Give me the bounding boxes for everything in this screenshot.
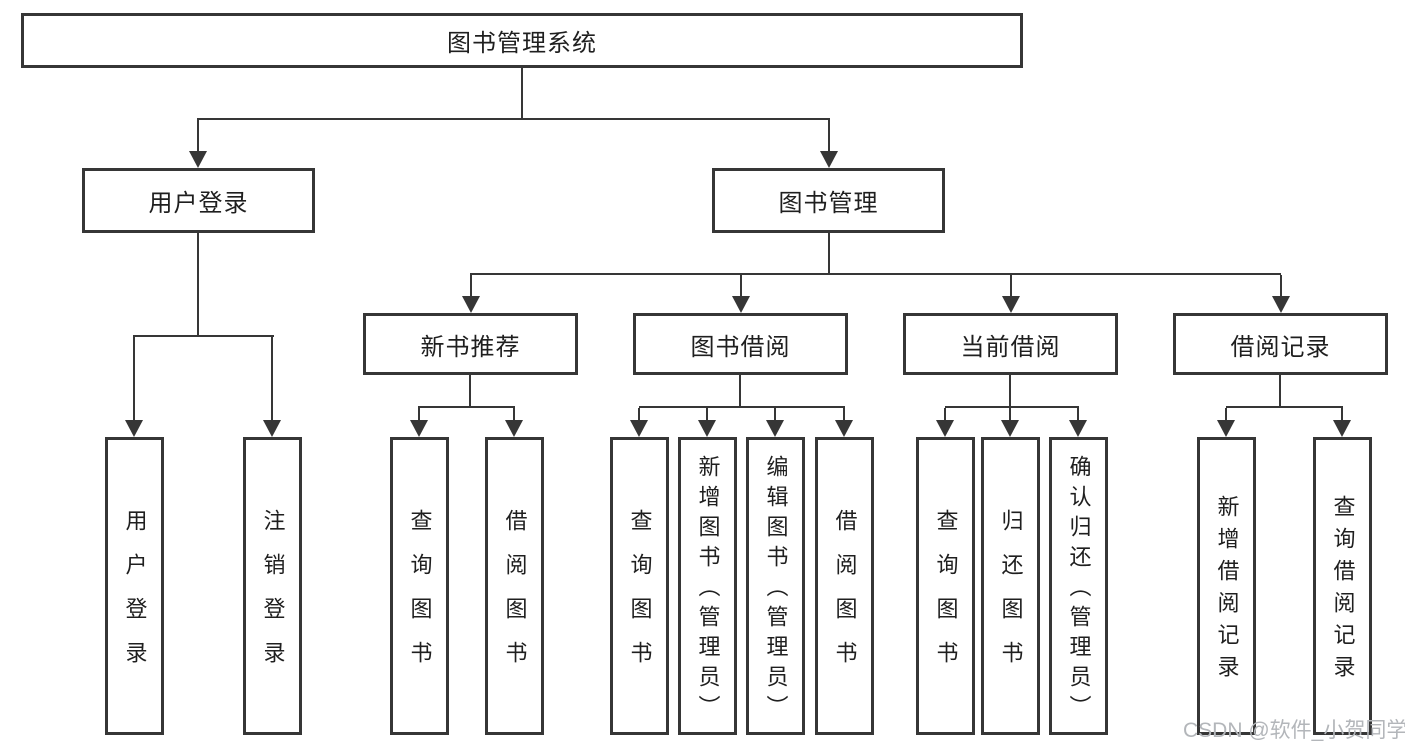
down-arrow	[1333, 408, 1351, 437]
connector-hline	[197, 118, 830, 120]
leaf-edit-book-admin-label: 编辑图书（管理员）	[763, 455, 789, 725]
down-arrow	[462, 275, 480, 313]
node-current-borrowing-label: 当前借阅	[960, 333, 1061, 361]
down-arrow	[698, 408, 716, 437]
leaf-add-book-admin: 新增图书（管理员）	[678, 437, 737, 735]
connector-hline	[639, 406, 845, 408]
down-arrow	[125, 337, 143, 437]
connector-vline	[739, 375, 741, 406]
connector-vline	[469, 375, 471, 406]
node-new-book-recommend-label: 新书推荐	[420, 333, 521, 361]
leaf-query-books-recommend: 查询图书	[390, 437, 449, 735]
leaf-logout-label: 注销登录	[260, 509, 286, 685]
connector-vline	[1009, 375, 1011, 406]
node-book-management-label: 图书管理	[778, 190, 879, 217]
connector-hline	[1226, 406, 1343, 408]
connector-vline	[197, 233, 199, 335]
down-arrow	[263, 337, 281, 437]
down-arrow	[630, 408, 648, 437]
node-borrow-records: 借阅记录	[1173, 313, 1388, 375]
leaf-user-login: 用户登录	[105, 437, 164, 735]
leaf-query-borrow-record: 查询借阅记录	[1313, 437, 1372, 735]
csdn-watermark: CSDN @软件_小贺同学	[1183, 719, 1405, 742]
node-book-borrowing-label: 图书借阅	[690, 333, 791, 361]
leaf-user-login-label: 用户登录	[122, 509, 148, 685]
down-arrow	[766, 408, 784, 437]
leaf-return-book: 归还图书	[981, 437, 1040, 735]
leaf-add-borrow-record: 新增借阅记录	[1197, 437, 1256, 735]
connector-hline	[418, 406, 515, 408]
leaf-query-books-borrowing: 查询图书	[610, 437, 669, 735]
leaf-add-borrow-record-label: 新增借阅记录	[1214, 495, 1240, 687]
connector-hline	[470, 273, 1281, 275]
down-arrow	[410, 408, 428, 437]
node-user-login: 用户登录	[82, 168, 315, 233]
down-arrow	[505, 408, 523, 437]
down-arrow	[1217, 408, 1235, 437]
leaf-query-books-borrowing-label: 查询图书	[627, 509, 653, 685]
leaf-borrow-books: 借阅图书	[815, 437, 874, 735]
leaf-borrow-books-recommend: 借阅图书	[485, 437, 544, 735]
down-arrow	[189, 120, 207, 168]
node-root: 图书管理系统	[21, 13, 1023, 68]
down-arrow	[1069, 408, 1087, 437]
down-arrow	[835, 408, 853, 437]
leaf-return-book-label: 归还图书	[998, 509, 1024, 685]
node-user-login-label: 用户登录	[148, 190, 249, 217]
leaf-edit-book-admin: 编辑图书（管理员）	[746, 437, 805, 735]
leaf-borrow-books-recommend-label: 借阅图书	[502, 509, 528, 685]
leaf-confirm-return-admin: 确认归还（管理员）	[1049, 437, 1108, 735]
node-borrow-records-label: 借阅记录	[1230, 333, 1331, 361]
connector-hline	[945, 406, 1079, 408]
node-root-label: 图书管理系统	[447, 30, 597, 57]
leaf-borrow-books-label: 借阅图书	[832, 509, 858, 685]
down-arrow	[1001, 408, 1019, 437]
down-arrow	[1272, 275, 1290, 313]
connector-hline	[133, 335, 274, 337]
down-arrow	[1002, 275, 1020, 313]
node-book-management: 图书管理	[712, 168, 945, 233]
down-arrow	[732, 275, 750, 313]
connector-vline	[521, 67, 523, 118]
node-book-borrowing: 图书借阅	[633, 313, 848, 375]
leaf-query-books-current: 查询图书	[916, 437, 975, 735]
down-arrow	[820, 120, 838, 168]
leaf-add-book-admin-label: 新增图书（管理员）	[695, 455, 721, 725]
node-current-borrowing: 当前借阅	[903, 313, 1118, 375]
leaf-query-books-current-label: 查询图书	[933, 509, 959, 685]
leaf-confirm-return-admin-label: 确认归还（管理员）	[1066, 455, 1092, 725]
leaf-logout: 注销登录	[243, 437, 302, 735]
down-arrow	[936, 408, 954, 437]
connector-vline	[828, 233, 830, 273]
leaf-query-borrow-record-label: 查询借阅记录	[1330, 495, 1356, 687]
leaf-query-books-recommend-label: 查询图书	[407, 509, 433, 685]
connector-vline	[1279, 375, 1281, 406]
node-new-book-recommend: 新书推荐	[363, 313, 578, 375]
